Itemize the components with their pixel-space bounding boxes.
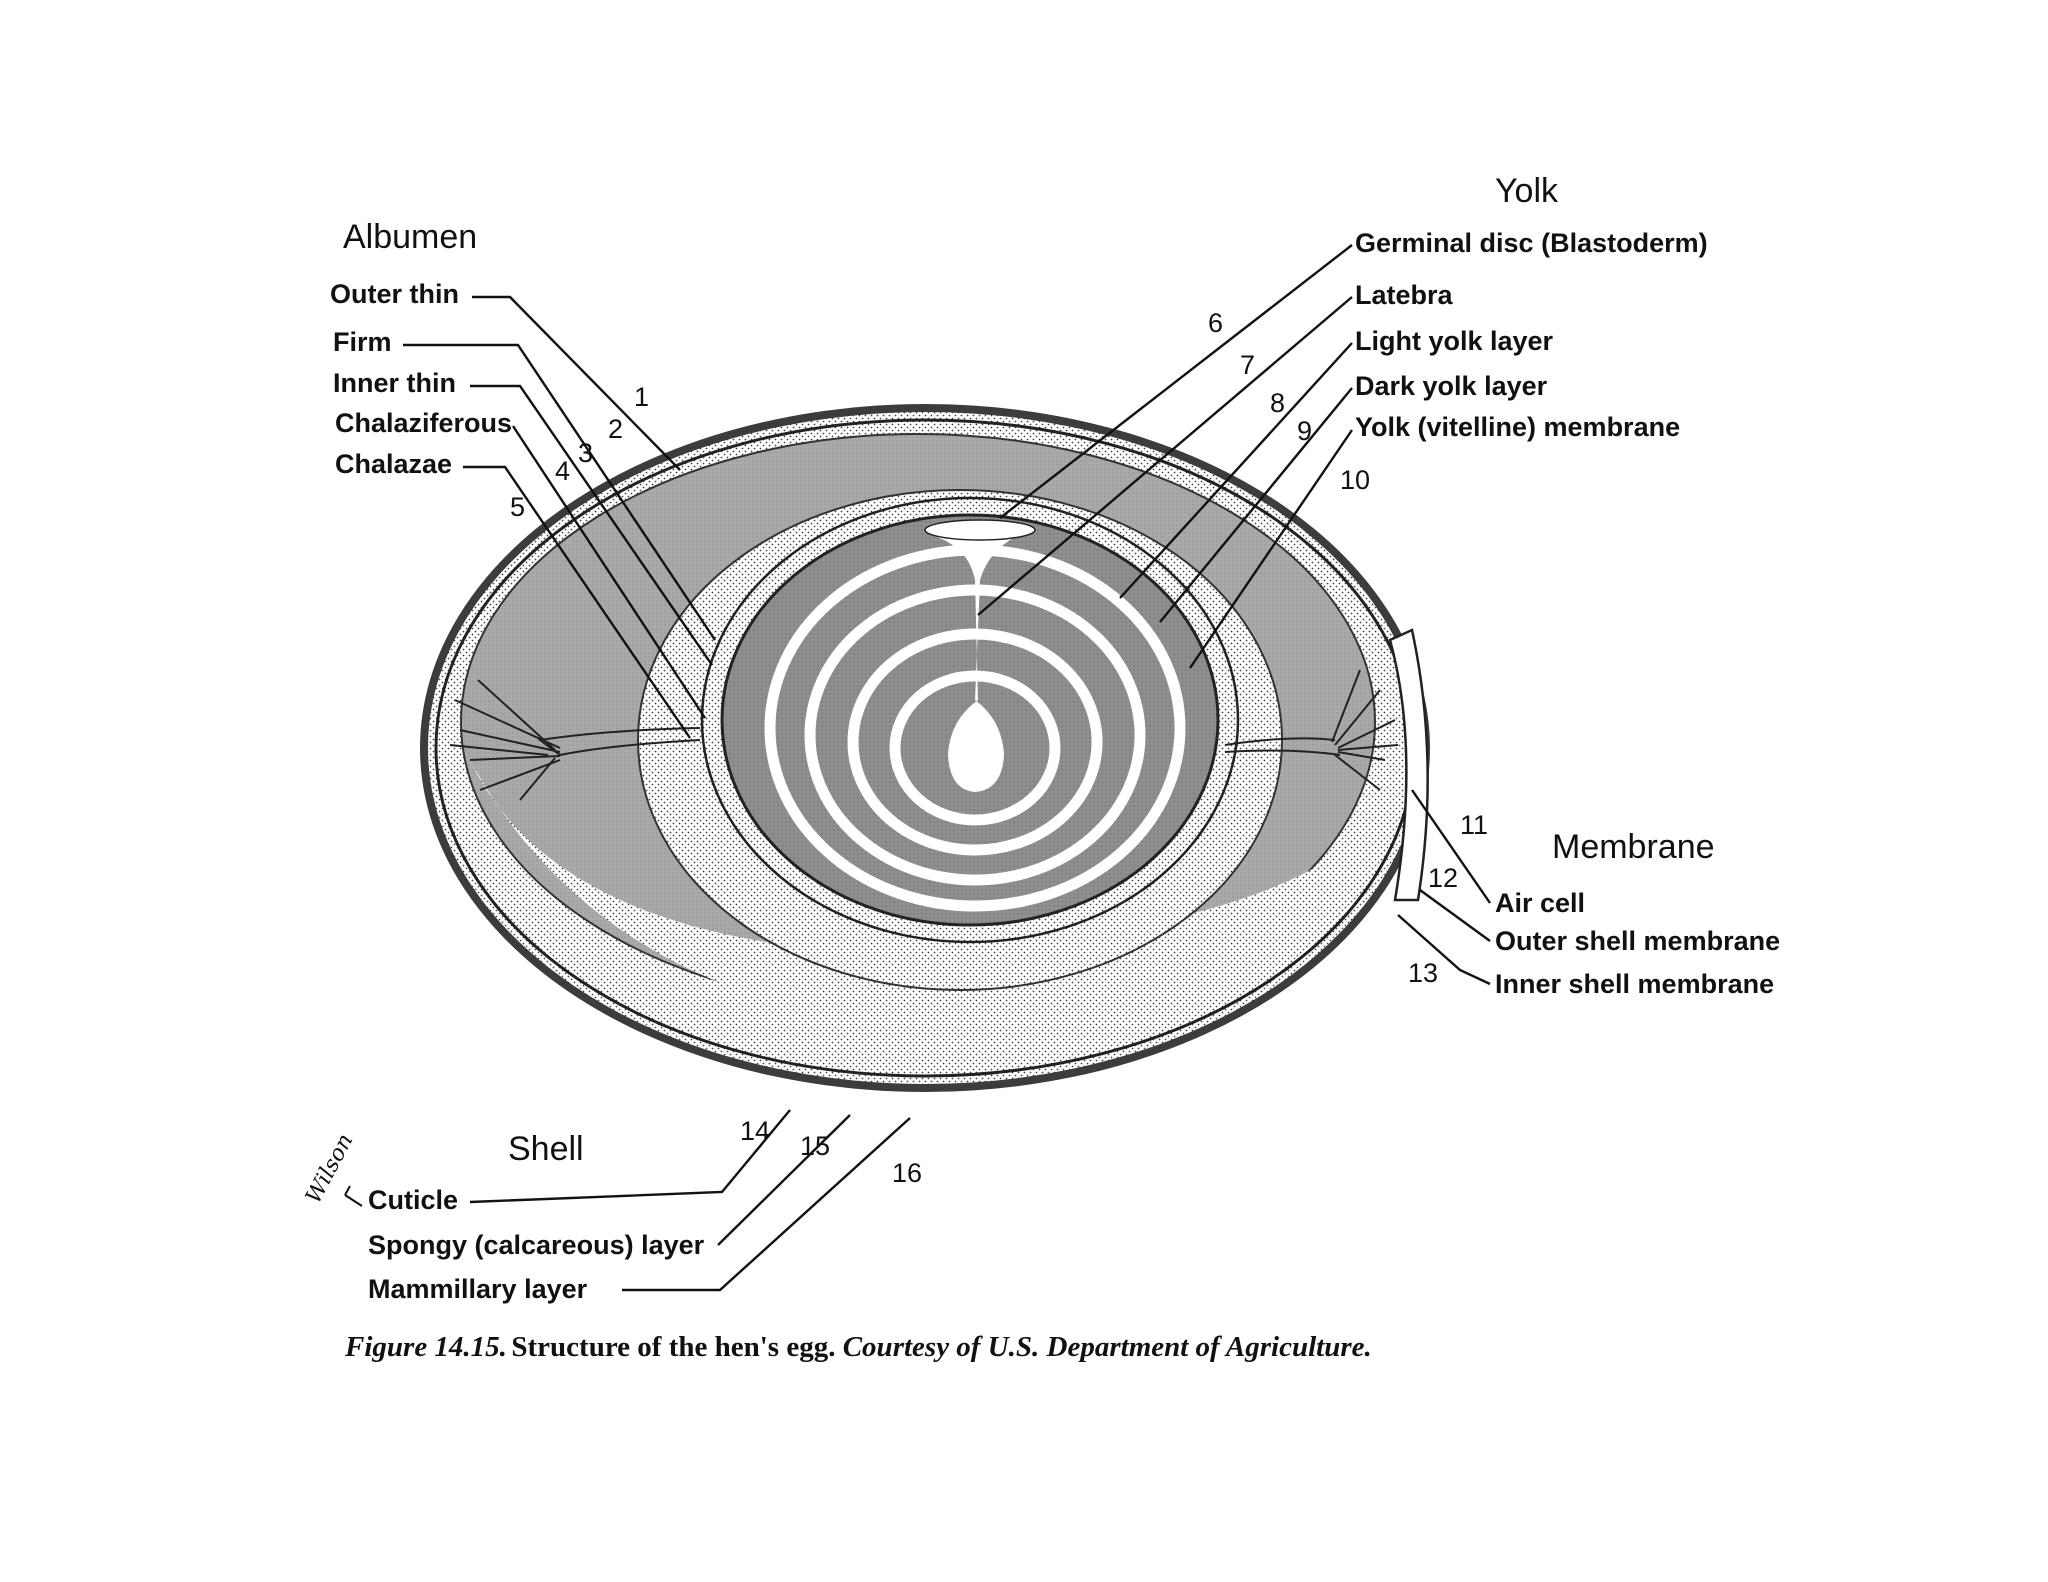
caption-text: Structure of the hen's egg. [511,1331,842,1363]
germinal-disc [924,519,1036,541]
number-13: 13 [1408,958,1438,988]
air-cell [1388,628,1429,902]
leader-latebra [977,296,1353,616]
number-16: 16 [892,1158,922,1188]
number-11: 11 [1460,810,1488,840]
number-2: 2 [608,414,623,444]
svg-text:Wilson: Wilson [301,1130,358,1208]
egg [420,404,1430,1092]
label-air-cell: Air cell [1495,888,1585,918]
number-5: 5 [510,492,525,522]
caption-credit: Courtesy of U.S. Department of Agricultu… [843,1331,1372,1363]
leader-spongy-layer [717,1114,851,1246]
leader-chalaziferous [511,425,707,719]
label-yolk-membrane: Yolk (vitelline) membrane [1355,412,1680,442]
number-10: 10 [1340,465,1370,495]
label-inner-shell-membrane: Inner shell membrane [1495,969,1774,999]
label-cuticle: Cuticle [368,1185,458,1215]
shell-heading: Shell [508,1130,584,1168]
leader-yolk-membrane [1189,429,1353,669]
leader-inner-shell-membrane [1397,914,1491,986]
chalazae-left [449,679,701,801]
artist-signature: Wilson [301,1130,358,1208]
signature-arrow [344,1185,363,1207]
leader-firm [403,343,716,641]
chalazae-right [1224,669,1399,791]
label-dark-yolk: Dark yolk layer [1355,371,1548,401]
leader-outer-shell-membrane [1419,889,1491,942]
label-mammillary-layer: Mammillary layer [368,1274,588,1304]
number-14: 14 [740,1116,770,1146]
leader-dark-yolk [1159,387,1353,623]
leader-inner-thin [470,384,713,666]
label-latebra: Latebra [1355,280,1454,310]
number-15: 15 [800,1131,830,1161]
leader-cuticle [469,1109,791,1204]
label-light-yolk: Light yolk layer [1355,326,1554,356]
leader-outer-thin [472,295,681,471]
membrane-heading: Membrane [1552,828,1715,866]
leader-germinal-disc [999,244,1353,519]
number-1: 1 [634,382,649,412]
number-8: 8 [1270,388,1285,418]
number-12: 12 [1428,863,1458,893]
figure-caption: Figure 14.15. Structure of the hen's egg… [344,1331,1372,1363]
label-outer-shell-membrane: Outer shell membrane [1495,926,1780,956]
albumen-heading: Albumen [343,218,477,256]
leader-mammillary-layer [622,1117,911,1292]
caption-figure-number: Figure 14.15. [344,1331,507,1363]
number-3: 3 [578,438,593,468]
yolk-heading: Yolk [1495,172,1559,210]
number-6: 6 [1208,308,1223,338]
outer-thin-albumen-lower [470,760,1385,1030]
label-chalazae: Chalazae [335,449,452,479]
leader-air-cell [1411,789,1491,904]
number-7: 7 [1240,350,1255,380]
label-firm: Firm [333,327,392,357]
number-4: 4 [555,456,570,486]
label-outer-thin: Outer thin [330,279,459,309]
label-spongy-layer: Spongy (calcareous) layer [368,1230,705,1260]
leader-chalazae [463,465,691,739]
latebra [930,529,1030,792]
leader-light-yolk [1119,342,1353,599]
label-chalaziferous: Chalaziferous [335,408,512,438]
number-9: 9 [1297,416,1312,446]
label-germinal-disc: Germinal disc (Blastoderm) [1355,228,1708,258]
label-inner-thin: Inner thin [333,368,456,398]
